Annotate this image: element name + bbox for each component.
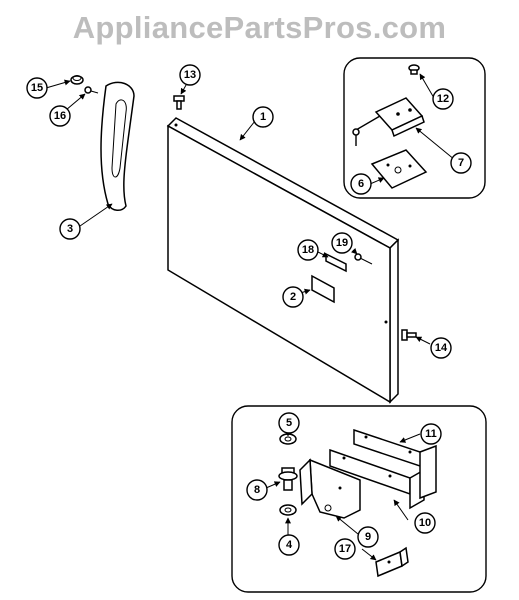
callout-8: 8 xyxy=(246,479,268,501)
handle-cap-15 xyxy=(70,75,84,85)
svg-text:1: 1 xyxy=(260,111,266,123)
callout-2: 2 xyxy=(282,286,304,308)
svg-text:17: 17 xyxy=(339,543,351,555)
callout-3: 3 xyxy=(59,218,81,240)
callout-16: 16 xyxy=(49,105,71,127)
callout-7: 7 xyxy=(450,152,472,174)
svg-text:14: 14 xyxy=(435,342,448,354)
top-hinge-7 xyxy=(352,97,425,146)
svg-text:13: 13 xyxy=(184,69,196,81)
callout-15: 15 xyxy=(26,77,48,99)
label-plate xyxy=(311,274,335,304)
callout-17: 17 xyxy=(334,538,356,560)
callout-4: 4 xyxy=(278,534,300,556)
svg-text:7: 7 xyxy=(458,157,464,169)
svg-text:19: 19 xyxy=(336,237,348,249)
svg-text:2: 2 xyxy=(290,291,296,303)
hinge-shim-6 xyxy=(370,149,428,189)
callout-11: 11 xyxy=(420,423,442,445)
bottom-hinge-bracket-9 xyxy=(299,458,361,519)
hinge-clip-17 xyxy=(375,546,409,578)
svg-text:9: 9 xyxy=(365,531,371,543)
handle-screw-16 xyxy=(84,86,99,94)
svg-text:18: 18 xyxy=(302,244,314,256)
svg-text:5: 5 xyxy=(286,417,292,429)
hinge-inset-box-top xyxy=(343,57,486,199)
door-handle xyxy=(100,81,135,211)
callout-14: 14 xyxy=(430,337,452,359)
callout-12: 12 xyxy=(432,88,454,110)
svg-text:8: 8 xyxy=(254,484,260,496)
button-plate xyxy=(325,252,347,273)
svg-text:11: 11 xyxy=(425,428,437,440)
hinge-inset-box-bottom xyxy=(231,405,487,593)
svg-text:16: 16 xyxy=(54,110,66,122)
callout-10: 10 xyxy=(414,512,436,534)
callout-5: 5 xyxy=(278,412,300,434)
callout-1: 1 xyxy=(252,106,274,128)
svg-text:12: 12 xyxy=(437,93,449,105)
screw-13 xyxy=(173,95,185,110)
callout-6: 6 xyxy=(350,173,372,195)
bushing-8 xyxy=(278,467,298,491)
svg-text:15: 15 xyxy=(31,82,43,94)
callout-9: 9 xyxy=(357,526,379,548)
watermark-logo: AppliancePartsPros.com xyxy=(72,10,447,45)
svg-text:6: 6 xyxy=(358,178,364,190)
screw-14 xyxy=(401,329,417,341)
svg-text:10: 10 xyxy=(419,517,431,529)
door-panel xyxy=(166,117,400,404)
washer-4 xyxy=(279,504,297,516)
bottom-hinge-bracket-11 xyxy=(353,428,437,500)
svg-text:3: 3 xyxy=(67,223,73,235)
svg-text:4: 4 xyxy=(286,539,293,551)
callout-19: 19 xyxy=(331,232,353,254)
screw-19 xyxy=(354,253,373,265)
callout-18: 18 xyxy=(297,239,319,261)
callout-13: 13 xyxy=(179,64,201,86)
plug-12 xyxy=(408,64,420,75)
